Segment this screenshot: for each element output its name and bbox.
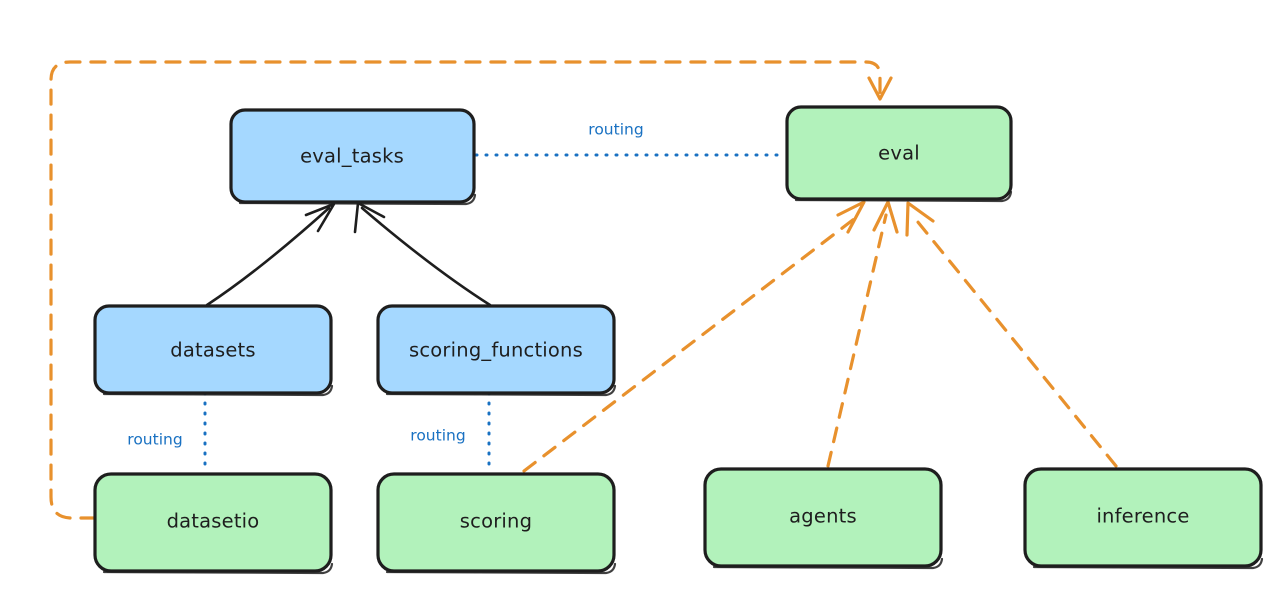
node-datasets-label: datasets: [170, 339, 255, 362]
node-scoring_functions-label: scoring_functions: [409, 339, 583, 362]
node-eval-label: eval: [878, 142, 920, 165]
arrowhead-eval-bottom-1: [836, 200, 866, 234]
nodes-layer: eval_tasks eval datasets scoring_functio…: [93, 105, 1264, 575]
node-inference-shape[interactable]: [1023, 467, 1263, 568]
edge-label-routing-scoring: routing: [410, 427, 465, 445]
arrowhead-eval-bottom-3: [905, 201, 935, 237]
node-eval_tasks[interactable]: eval_tasks: [229, 108, 477, 206]
node-inference[interactable]: inference: [1023, 467, 1264, 570]
edge-agents-eval: [826, 200, 899, 468]
edge-datasets-evaltasks: [205, 202, 336, 307]
node-scoring-shape[interactable]: [376, 472, 616, 573]
node-datasetio-label: datasetio: [167, 510, 260, 533]
node-eval_tasks-shape[interactable]: [229, 108, 476, 204]
edge-label-routing-datasetio: routing: [127, 431, 182, 449]
node-eval_tasks-label: eval_tasks: [300, 145, 404, 168]
node-eval[interactable]: eval: [785, 105, 1013, 203]
edge-scoring-eval: [522, 200, 866, 473]
node-datasets-shape[interactable]: [93, 304, 333, 395]
node-datasetio[interactable]: datasetio: [93, 472, 334, 575]
edges-layer: routing routing routing: [49, 60, 1118, 520]
node-agents-shape[interactable]: [703, 467, 943, 568]
edge-datasetio-eval: [49, 60, 893, 520]
node-scoring_functions-shape[interactable]: [376, 304, 616, 395]
node-inference-label: inference: [1096, 505, 1189, 528]
node-scoring-label: scoring: [460, 510, 532, 533]
node-datasetio-shape[interactable]: [93, 472, 333, 573]
arrowhead-eval-bottom-2: [872, 200, 899, 234]
arrowhead-evaltasks-2: [353, 201, 386, 234]
edge-datasets-datasetio: routing: [127, 391, 207, 475]
edge-inference-eval: [905, 201, 1118, 468]
edge-evaltasks-eval: routing: [474, 121, 786, 157]
edge-label-routing-eval: routing: [588, 121, 643, 139]
node-eval-shape[interactable]: [785, 105, 1013, 201]
edge-scoringfn-evaltasks: [353, 201, 492, 307]
node-agents-label: agents: [789, 505, 857, 528]
node-datasets[interactable]: datasets: [93, 304, 334, 397]
node-agents[interactable]: agents: [703, 467, 944, 570]
node-scoring[interactable]: scoring: [376, 472, 617, 575]
node-scoring_functions[interactable]: scoring_functions: [376, 304, 617, 397]
edge-scoringfn-scoring: routing: [410, 391, 491, 475]
arrowhead-eval-top: [867, 76, 893, 101]
